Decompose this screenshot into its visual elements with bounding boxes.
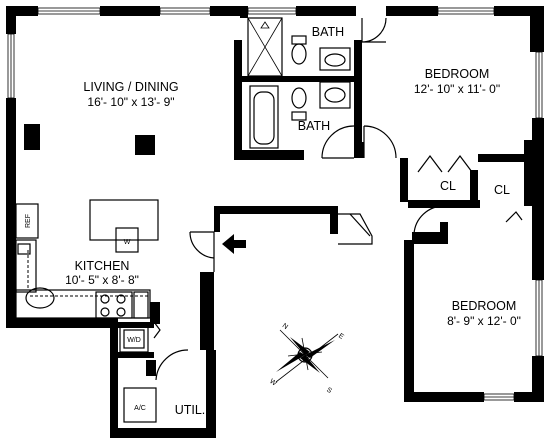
compass-n: N bbox=[281, 322, 289, 331]
wd-label: W/D bbox=[127, 337, 141, 344]
compass-s: S bbox=[325, 387, 333, 396]
shower-triangle-icon bbox=[260, 21, 270, 29]
compass-labels: N E S W bbox=[268, 322, 345, 395]
entry-arrow-icon bbox=[222, 234, 246, 254]
bedroom-2-dims: 8'- 9" x 12'- 0" bbox=[447, 314, 521, 328]
ac-label: A/C bbox=[134, 405, 146, 412]
windows bbox=[7, 7, 543, 401]
walls bbox=[6, 6, 544, 438]
fixture-labels: REF W W/D A/C bbox=[25, 214, 146, 412]
kitchen-dims: 10'- 5" x 8'- 8" bbox=[65, 273, 139, 287]
utility-name: UTIL. bbox=[175, 403, 206, 417]
washer-label: W bbox=[124, 239, 131, 246]
bedroom-1-name: BEDROOM bbox=[425, 67, 490, 81]
bath-bottom-name: BATH bbox=[298, 119, 330, 133]
living-room-name: LIVING / DINING bbox=[83, 80, 178, 94]
util-fixtures bbox=[119, 325, 157, 423]
bath-top-name: BATH bbox=[312, 25, 344, 39]
compass-e: E bbox=[337, 333, 345, 342]
closet-2-name: CL bbox=[494, 183, 510, 197]
ref-label: REF bbox=[25, 214, 32, 228]
doors bbox=[153, 17, 523, 381]
kitchen-name: KITCHEN bbox=[75, 259, 130, 273]
bedroom-1-dims: 12'- 10" x 11'- 0" bbox=[414, 82, 500, 96]
room-labels: LIVING / DINING 16'- 10" x 13'- 9" BATH … bbox=[65, 25, 521, 417]
compass-w: W bbox=[268, 378, 278, 388]
bedroom-2-name: BEDROOM bbox=[452, 299, 517, 313]
compass-rose-icon bbox=[275, 329, 339, 383]
closet-1-name: CL bbox=[440, 179, 456, 193]
kitchen-fixtures bbox=[15, 199, 159, 319]
living-room-dims: 16'- 10" x 13'- 9" bbox=[87, 95, 174, 109]
bath-fixtures bbox=[247, 17, 351, 149]
